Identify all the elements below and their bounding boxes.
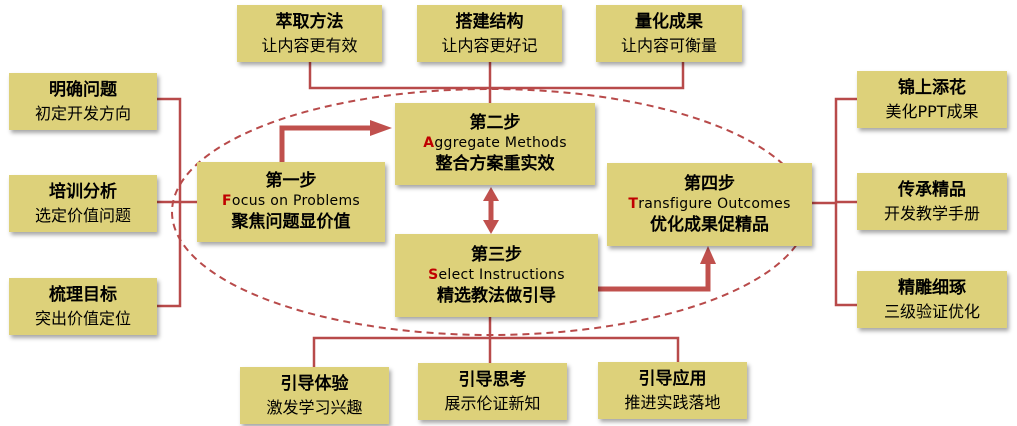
bottom-box-guide-thinking: 引导思考 展示伦证新知 <box>418 363 567 420</box>
step-english: Transfigure Outcomes <box>628 195 791 212</box>
left-box-define-problem: 明确问题 初定开发方向 <box>9 73 157 130</box>
box-title: 搭建结构 <box>455 12 524 32</box>
step-title: 第一步 <box>265 171 317 191</box>
box-title: 引导思考 <box>458 370 527 390</box>
step-3-box: 第三步 Select Instructions 精选教法做引导 <box>395 234 598 317</box>
step-chinese: 整合方案重实效 <box>435 154 555 174</box>
box-title: 梳理目标 <box>49 285 117 305</box>
right-box-polish: 精雕细琢 三级验证优化 <box>857 271 1007 328</box>
right-box-pass-on-quality: 传承精品 开发教学手册 <box>857 173 1007 230</box>
bottom-box-guide-application: 引导应用 推进实践落地 <box>598 362 747 419</box>
box-title: 精雕细琢 <box>898 278 966 298</box>
top-box-extract-method: 萃取方法 让内容更有效 <box>237 5 382 62</box>
step-1-box: 第一步 Focus on Problems 聚焦问题显价值 <box>197 162 385 242</box>
top-box-build-structure: 搭建结构 让内容更好记 <box>417 5 562 62</box>
step-2-box: 第二步 Aggregate Methods 整合方案重实效 <box>395 103 595 185</box>
bottom-box-guide-experience: 引导体验 激发学习兴趣 <box>240 367 389 424</box>
step-english: Aggregate Methods <box>423 135 567 151</box>
left-box-training-analysis: 培训分析 选定价值问题 <box>9 175 157 232</box>
box-subtitle: 推进实践落地 <box>624 393 721 412</box>
top-box-quantify-results: 量化成果 让内容可衡量 <box>596 5 742 62</box>
step-title: 第二步 <box>469 113 521 133</box>
box-subtitle: 三级验证优化 <box>883 302 980 321</box>
box-subtitle: 让内容更好记 <box>441 36 538 55</box>
box-subtitle: 选定价值问题 <box>34 206 131 225</box>
box-title: 传承精品 <box>898 180 966 200</box>
box-subtitle: 让内容可衡量 <box>620 36 717 55</box>
step-chinese: 精选教法做引导 <box>437 285 556 306</box>
step-chinese: 优化成果促精品 <box>650 214 769 235</box>
step-english: Select Instructions <box>428 266 565 283</box>
left-box-sort-goals: 梳理目标 突出价值定位 <box>9 278 157 335</box>
box-subtitle: 激发学习兴趣 <box>266 398 363 417</box>
box-title: 培训分析 <box>49 182 117 202</box>
box-subtitle: 突出价值定位 <box>34 309 131 328</box>
box-subtitle: 美化PPT成果 <box>885 102 979 121</box>
step-title: 第四步 <box>684 173 735 194</box>
box-title: 锦上添花 <box>898 78 966 98</box>
box-title: 萃取方法 <box>275 12 344 32</box>
step-chinese: 聚焦问题显价值 <box>231 212 351 232</box>
box-subtitle: 初定开发方向 <box>34 104 131 123</box>
box-subtitle: 让内容更有效 <box>261 36 358 55</box>
right-box-finishing-touch: 锦上添花 美化PPT成果 <box>857 71 1007 128</box>
step-4-box: 第四步 Transfigure Outcomes 优化成果促精品 <box>607 163 812 246</box>
box-title: 引导应用 <box>638 369 707 389</box>
box-title: 量化成果 <box>635 12 703 32</box>
step-english: Focus on Problems <box>222 193 360 209</box>
box-title: 引导体验 <box>280 374 349 394</box>
box-title: 明确问题 <box>49 80 117 100</box>
step-title: 第三步 <box>471 244 522 265</box>
box-subtitle: 展示伦证新知 <box>444 394 541 413</box>
box-subtitle: 开发教学手册 <box>883 204 980 223</box>
